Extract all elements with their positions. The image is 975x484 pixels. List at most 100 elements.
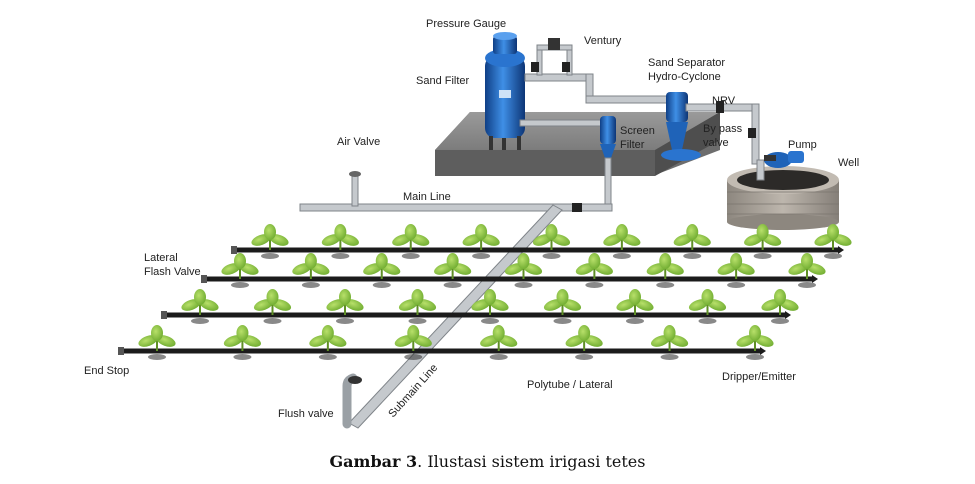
pump	[756, 151, 804, 181]
dripper-emitter	[514, 282, 533, 288]
label-by-pass-1: By pass	[703, 123, 743, 135]
label-dripper: Dripper/Emitter	[722, 371, 796, 383]
figure-caption: Gambar 3. Ilustasi sistem irigasi tetes	[0, 452, 975, 471]
leaf	[686, 224, 699, 240]
label-ventury: Ventury	[584, 35, 622, 47]
plant-stem	[668, 337, 671, 351]
dripper-emitter	[148, 354, 166, 360]
label-main-line: Main Line	[403, 191, 451, 203]
lateral-tube	[165, 312, 785, 318]
plant	[736, 325, 774, 360]
leaf	[411, 289, 424, 305]
dripper-emitter	[318, 354, 337, 360]
leaf	[578, 325, 591, 341]
leaf	[663, 325, 676, 341]
plant	[392, 224, 430, 259]
plant	[480, 325, 518, 360]
dripper-emitter	[263, 318, 282, 324]
plant	[398, 289, 437, 324]
leaf	[517, 253, 530, 269]
plant	[744, 224, 782, 259]
plant	[616, 289, 654, 324]
leaf	[556, 289, 569, 305]
label-sand-separator: Sand Separator	[648, 57, 725, 69]
plant-stem	[593, 265, 596, 279]
leaf	[194, 289, 206, 305]
dripper-emitter	[443, 282, 462, 288]
plant	[394, 325, 432, 360]
label-end-stop: End Stop	[84, 365, 129, 377]
ventury-assembly	[524, 38, 679, 104]
dripper-emitter	[683, 253, 702, 259]
lateral-end	[838, 246, 844, 254]
plant-stem	[664, 265, 667, 279]
plant-stem	[489, 301, 491, 315]
dripper-emitter	[233, 354, 252, 360]
leaf	[234, 253, 246, 269]
dripper-emitter	[824, 253, 842, 259]
label-flush-valve: Flush valve	[278, 408, 334, 420]
plant-stem	[806, 265, 808, 279]
lateral-end	[812, 275, 818, 283]
leaf	[266, 289, 279, 305]
dripper-emitter	[798, 282, 816, 288]
dripper-emitter	[575, 354, 594, 360]
leaf	[304, 253, 317, 269]
lateral-end	[785, 311, 791, 319]
sand-filter-tank	[485, 32, 525, 150]
leaf	[339, 289, 351, 305]
plant	[321, 224, 359, 259]
dripper-emitter	[331, 253, 350, 259]
plant	[434, 253, 472, 288]
dripper-emitter	[408, 318, 427, 324]
plant	[543, 289, 582, 324]
dripper-emitter	[261, 253, 279, 259]
plant-stem	[550, 236, 553, 250]
dripper-emitter	[612, 253, 631, 259]
plant-stem	[497, 337, 500, 351]
leaf	[615, 224, 628, 240]
plant-stem	[271, 301, 274, 315]
leaf	[774, 289, 786, 305]
leaf	[701, 289, 714, 305]
plant	[253, 289, 292, 324]
crop-plants	[138, 224, 852, 360]
end-stop-cap	[118, 347, 124, 355]
label-screen-filter-1: Screen	[620, 125, 655, 137]
label-sand-filter: Sand Filter	[416, 75, 470, 87]
dripper-emitter	[489, 354, 508, 360]
leaf	[236, 325, 249, 341]
lateral-tube	[235, 247, 838, 253]
plant-stem	[779, 301, 781, 315]
leaf	[827, 224, 839, 240]
lateral-end	[760, 347, 766, 355]
plant-stem	[522, 265, 525, 279]
plant-stem	[416, 301, 419, 315]
label-polytube: Polytube / Lateral	[527, 379, 613, 391]
dripper-emitter	[746, 354, 764, 360]
leaf	[151, 325, 163, 341]
plant-stem	[620, 236, 623, 250]
dripper-emitter	[771, 318, 789, 324]
plant-stem	[832, 236, 834, 250]
plant	[462, 224, 500, 259]
leaf	[749, 325, 761, 341]
dripper-emitter	[585, 282, 604, 288]
plant-stem	[326, 337, 329, 351]
plant	[221, 253, 259, 288]
leaf	[446, 253, 459, 269]
label-well: Well	[838, 157, 859, 169]
caption-text: . Ilustasi sistem irigasi tetes	[417, 452, 646, 471]
dripper-emitter	[698, 318, 717, 324]
plant-stem	[380, 265, 383, 279]
leaf	[375, 253, 388, 269]
leaf	[492, 325, 505, 341]
plant-stem	[761, 236, 764, 250]
plant	[651, 325, 689, 360]
plant-stem	[239, 265, 241, 279]
leaf	[484, 289, 496, 305]
dripper-emitter	[404, 354, 423, 360]
dripper-emitter	[372, 282, 391, 288]
label-pump: Pump	[788, 139, 817, 151]
dripper-emitter	[727, 282, 746, 288]
